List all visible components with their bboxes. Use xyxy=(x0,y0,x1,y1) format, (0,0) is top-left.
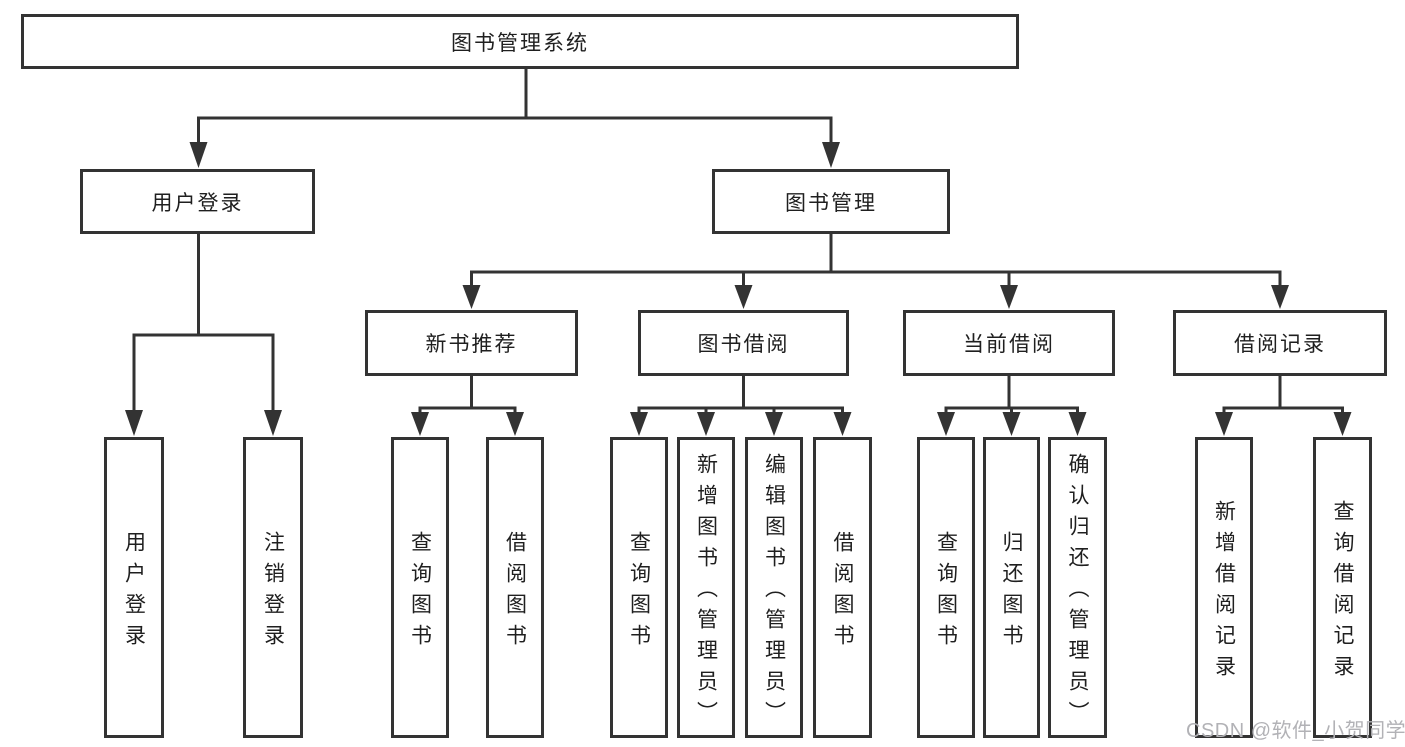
arrow-down-icon xyxy=(765,412,783,436)
arrow-down-icon xyxy=(734,285,753,309)
node-book-management-module: 图书管理 xyxy=(712,169,950,234)
csdn-watermark: CSDN @软件_小贺同学 xyxy=(1186,720,1405,742)
node-label: 用户登录 xyxy=(151,191,244,215)
arrow-down-icon xyxy=(1333,412,1352,436)
node-label: 新书推荐 xyxy=(425,333,518,356)
node-current-borrow: 当前借阅 xyxy=(903,310,1115,376)
node-new-book-recommend: 新书推荐 xyxy=(365,310,578,376)
node-user-login-module: 用户登录 xyxy=(80,169,315,234)
arrow-down-icon xyxy=(937,412,955,436)
node-return-books: 归还图书 xyxy=(983,437,1040,738)
node-borrow-books-recommend: 借阅图书 xyxy=(486,437,544,738)
node-label: 编辑图书（管理员） xyxy=(762,453,786,732)
node-query-borrow-record: 查询借阅记录 xyxy=(1313,437,1372,738)
node-add-books-admin: 新增图书（管理员） xyxy=(677,437,735,738)
arrowheads xyxy=(125,142,1352,436)
arrow-down-icon xyxy=(1271,285,1289,309)
node-label: 用户登录 xyxy=(122,530,146,655)
node-query-books-current: 查询图书 xyxy=(917,437,975,738)
arrow-down-icon xyxy=(833,412,852,436)
node-label: 注销登录 xyxy=(261,530,285,655)
node-label: 确认归还（管理员） xyxy=(1066,453,1089,732)
node-root: 图书管理系统 xyxy=(21,14,1019,69)
node-label: 新增图书（管理员） xyxy=(694,453,718,732)
node-logout: 注销登录 xyxy=(243,437,303,738)
node-label: 查询图书 xyxy=(627,530,651,655)
arrow-down-icon xyxy=(1068,412,1087,436)
arrow-down-icon xyxy=(1002,412,1021,436)
node-query-books-recommend: 查询图书 xyxy=(391,437,449,738)
arrow-down-icon xyxy=(1000,285,1018,309)
node-label: 归还图书 xyxy=(1000,530,1023,655)
node-user-login: 用户登录 xyxy=(104,437,164,738)
node-label: 借阅记录 xyxy=(1234,333,1326,356)
arrow-down-icon xyxy=(1215,412,1233,436)
node-borrow-records: 借阅记录 xyxy=(1173,310,1387,376)
connector-path xyxy=(132,66,1344,417)
arrow-down-icon xyxy=(462,285,481,309)
node-label: 新增借阅记录 xyxy=(1212,499,1236,686)
arrow-down-icon xyxy=(125,410,143,436)
node-borrow-books: 借阅图书 xyxy=(813,437,872,738)
node-label: 当前借阅 xyxy=(963,333,1055,356)
arrow-down-icon xyxy=(697,412,715,436)
node-book-borrow: 图书借阅 xyxy=(638,310,849,376)
arrow-down-icon xyxy=(189,142,208,168)
node-label: 查询图书 xyxy=(934,530,958,655)
node-confirm-return-admin: 确认归还（管理员） xyxy=(1048,437,1107,738)
node-edit-books-admin: 编辑图书（管理员） xyxy=(745,437,803,738)
node-label: 借阅图书 xyxy=(831,530,854,655)
node-label: 借阅图书 xyxy=(503,530,527,655)
node-query-books-borrow: 查询图书 xyxy=(610,437,668,738)
node-label: 查询图书 xyxy=(408,530,432,655)
arrow-down-icon xyxy=(630,412,648,436)
node-label: 查询借阅记录 xyxy=(1331,499,1354,686)
arrow-down-icon xyxy=(264,410,282,436)
node-label: 图书借阅 xyxy=(697,333,790,356)
node-root-label: 图书管理系统 xyxy=(451,31,589,55)
arrow-down-icon xyxy=(506,412,524,436)
node-add-borrow-record: 新增借阅记录 xyxy=(1195,437,1253,738)
arrow-down-icon xyxy=(822,142,840,168)
arrow-down-icon xyxy=(411,412,429,436)
node-label: 图书管理 xyxy=(785,191,877,215)
